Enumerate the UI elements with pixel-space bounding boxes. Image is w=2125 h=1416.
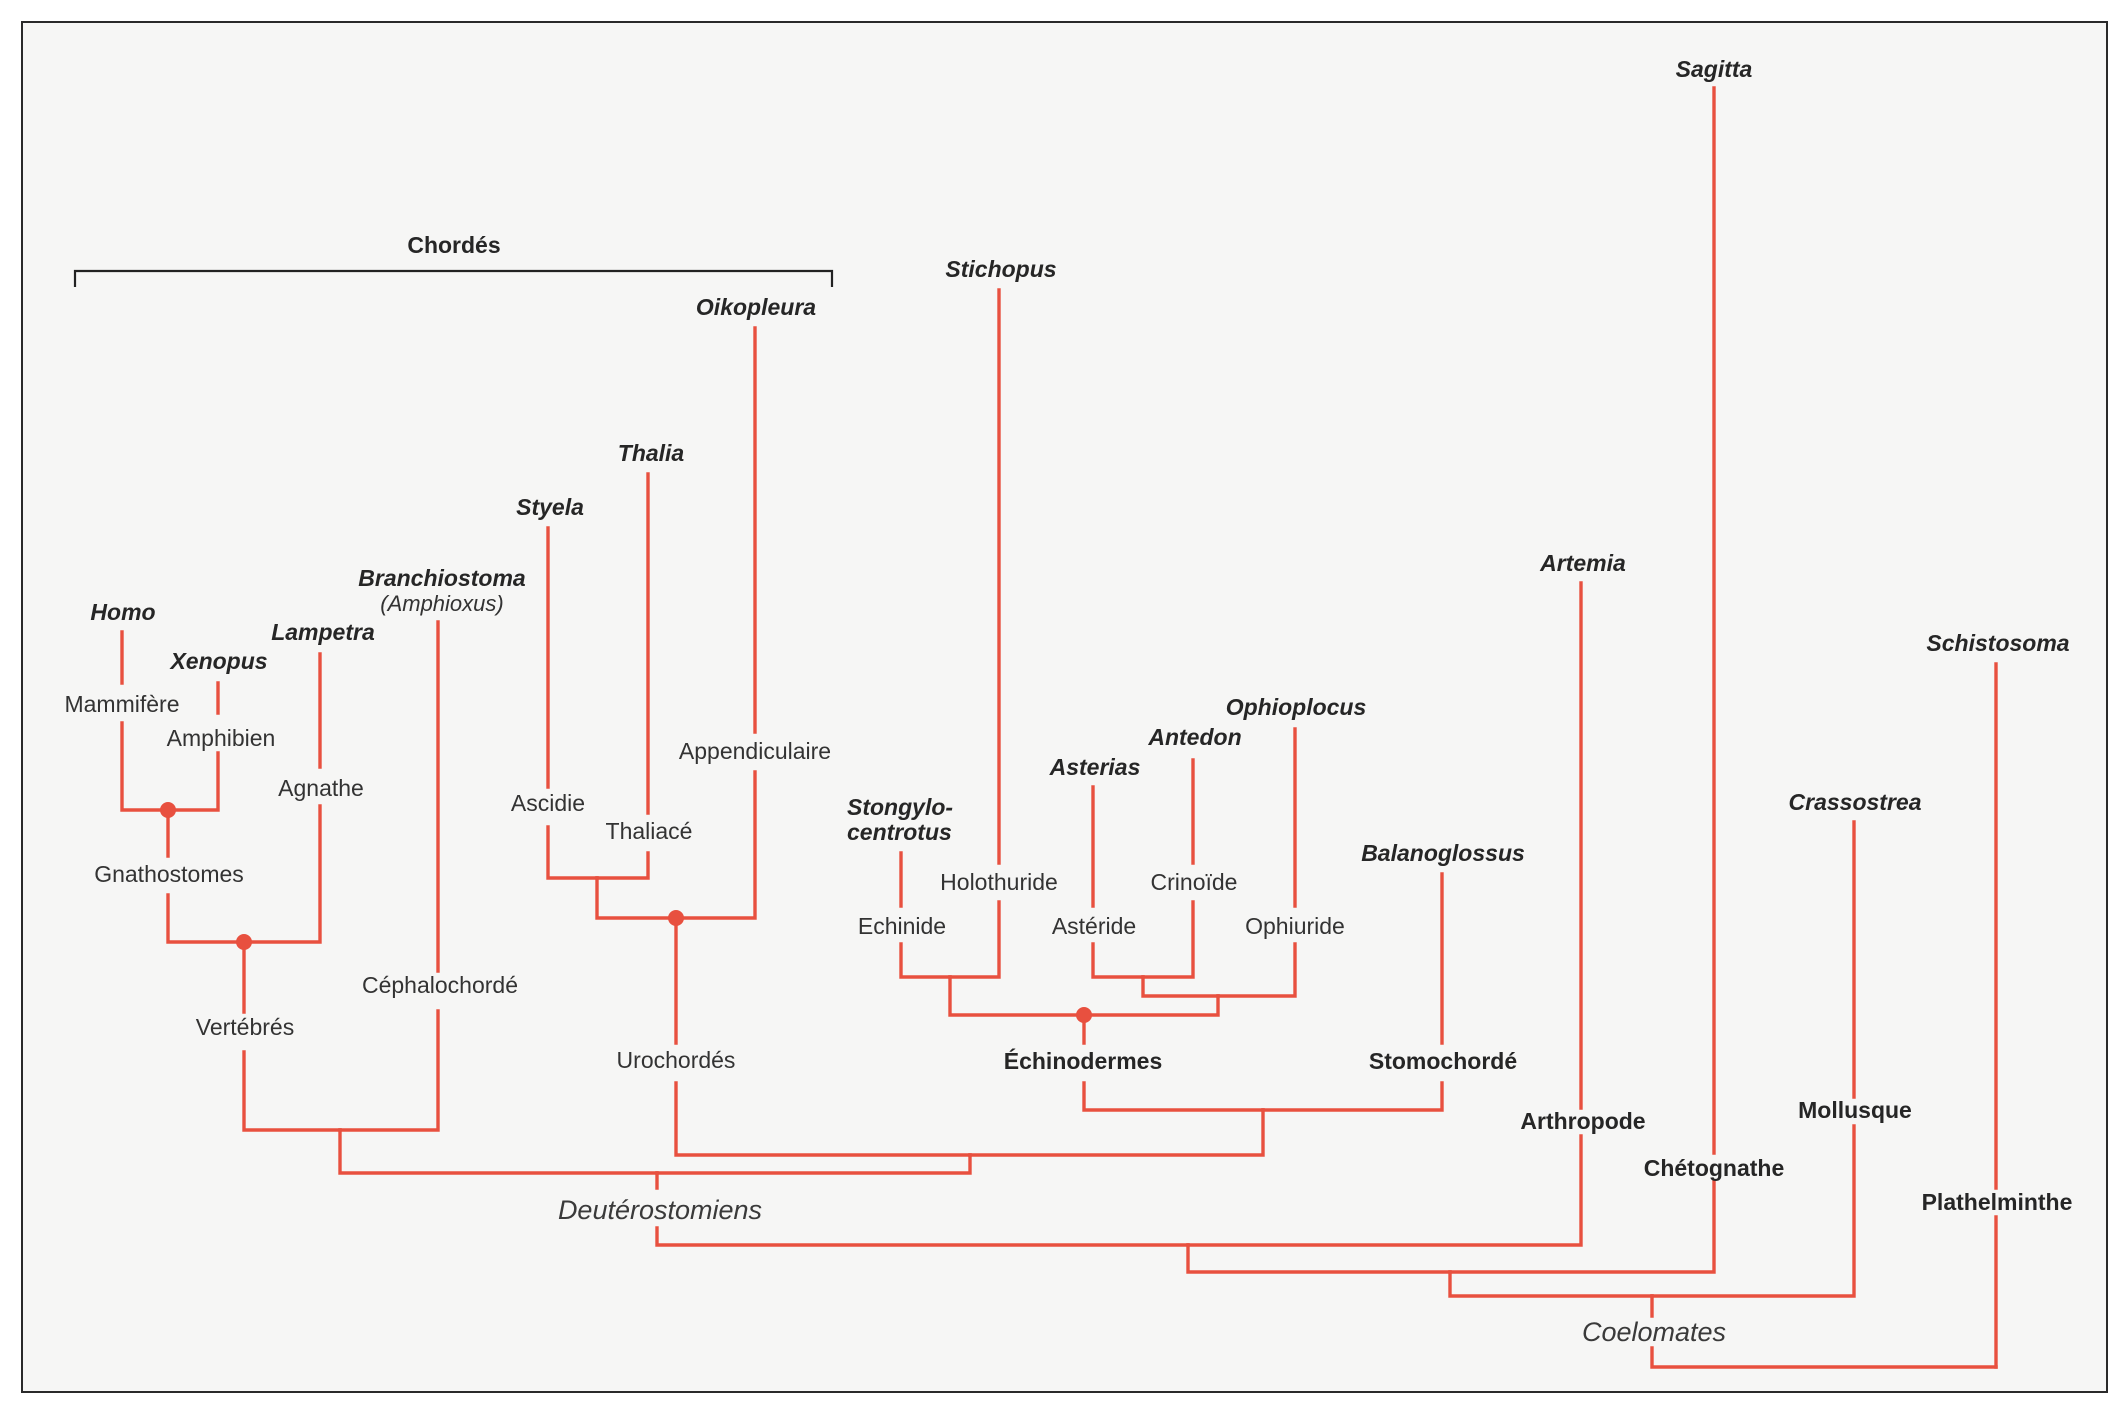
branch-chordes-join: [655, 1153, 972, 1175]
branch-asteride-crinoide: [1141, 975, 1220, 998]
branch-stongylocentrotus: [899, 851, 952, 979]
label-branchiostoma: Branchiostoma: [358, 565, 526, 591]
label-stongylocentrotus-1: Stongylo-: [847, 794, 953, 820]
label-amphioxus: (Amphioxus): [380, 591, 503, 616]
label-lampetra: Lampetra: [271, 619, 375, 645]
branch-protostome-join: [1186, 1243, 1452, 1274]
label-sagitta: Sagitta: [1676, 56, 1753, 82]
chordes-label: Chordés: [407, 232, 500, 258]
label-ascidie: Ascidie: [511, 790, 585, 816]
label-vertebres: Vertébrés: [196, 1014, 294, 1040]
branch-oikopleura: [674, 326, 757, 920]
label-asteride: Astéride: [1052, 913, 1136, 939]
branch-balanoglossus: [1261, 872, 1444, 1112]
branch-xenopus: [166, 681, 220, 812]
label-mollusque: Mollusque: [1798, 1097, 1912, 1123]
label-homo: Homo: [90, 599, 155, 625]
label-appendiculaire: Appendiculaire: [679, 738, 831, 764]
label-crassostrea: Crassostrea: [1789, 789, 1922, 815]
branch-vertebres: [242, 940, 342, 1132]
label-gnathostomes: Gnathostomes: [94, 861, 244, 887]
diagram-frame: [21, 21, 2108, 1393]
label-ophioplocus: Ophioplocus: [1226, 694, 1367, 720]
label-asterias: Asterias: [1049, 754, 1141, 780]
label-thalia: Thalia: [618, 440, 685, 466]
label-schistosoma: Schistosoma: [1926, 630, 2069, 656]
branch-coelomates: [1650, 1294, 1998, 1369]
label-holothuride: Holothuride: [940, 869, 1058, 895]
label-echinodermes: Échinodermes: [1004, 1047, 1163, 1074]
label-ophiuride: Ophiuride: [1245, 913, 1345, 939]
label-stomochorde: Stomochordé: [1369, 1048, 1517, 1074]
branch-asterias: [1091, 785, 1145, 979]
branch-chaetognath-join: [1448, 1270, 1654, 1298]
label-xenopus: Xenopus: [168, 648, 267, 674]
branch-styela: [546, 526, 599, 880]
label-coelomates: Coelomates: [1582, 1317, 1726, 1347]
label-stongylocentrotus-2: centrotus: [847, 819, 952, 845]
label-chetognathe: Chétognathe: [1644, 1155, 1785, 1181]
label-crinoide: Crinoïde: [1151, 869, 1238, 895]
branch-branchiostoma: [338, 620, 440, 1132]
branch-sagitta: [1448, 86, 1716, 1274]
label-artemia: Artemia: [1539, 550, 1626, 576]
branch-asterozoa: [1082, 994, 1220, 1017]
label-mammifere: Mammifère: [64, 691, 179, 717]
label-balanoglossus: Balanoglossus: [1361, 840, 1525, 866]
tree-branches: [120, 86, 1998, 1369]
label-arthropode: Arthropode: [1520, 1108, 1645, 1134]
label-agnathe: Agnathe: [278, 775, 364, 801]
label-styela: Styela: [516, 494, 584, 520]
branch-crassostrea: [1650, 820, 1856, 1298]
branch-ascidie-thaliace: [595, 876, 678, 920]
label-oikopleura: Oikopleura: [696, 294, 816, 320]
branch-artemia: [1186, 581, 1583, 1247]
branch-deuterostomiens: [655, 1171, 1190, 1247]
node-tetrapoda: [160, 802, 176, 818]
node-echinodermata: [1076, 1007, 1092, 1023]
label-plathelminthe: Plathelminthe: [1922, 1189, 2073, 1215]
branch-ambulacraria: [968, 1108, 1265, 1157]
branch-thalia: [595, 472, 650, 880]
label-echinide: Echinide: [858, 913, 946, 939]
label-deuterostomiens: Deutérostomiens: [558, 1195, 762, 1225]
label-antedon: Antedon: [1147, 724, 1241, 750]
branch-urochordes: [674, 916, 972, 1157]
label-amphibien: Amphibien: [167, 725, 276, 751]
label-thaliace: Thaliacé: [606, 818, 693, 844]
chordes-bracket: [73, 269, 834, 287]
branch-stichopus: [948, 288, 1001, 979]
branch-homo: [120, 630, 170, 812]
branch-chordes-base: [338, 1128, 659, 1175]
label-stichopus: Stichopus: [945, 256, 1056, 282]
label-cephalochorde: Céphalochordé: [362, 972, 518, 998]
branch-ophioplocus: [1216, 727, 1297, 998]
label-urochordes: Urochordés: [617, 1047, 736, 1073]
branch-lampetra: [242, 652, 322, 944]
node-urochordata: [668, 910, 684, 926]
branch-antedon: [1141, 758, 1195, 979]
branch-eleutherozoa: [948, 975, 1086, 1017]
node-vertebrata: [236, 934, 252, 950]
